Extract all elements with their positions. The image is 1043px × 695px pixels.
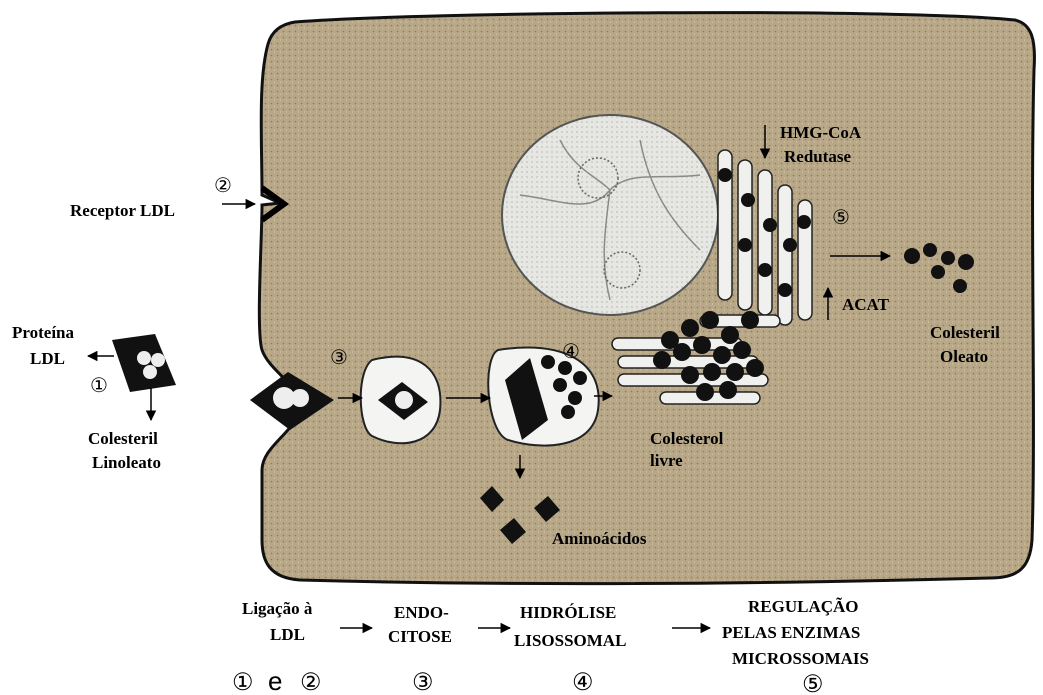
marker-2: ② <box>214 173 232 197</box>
label-colesteril-linoleato-1: Colesteril <box>88 429 158 448</box>
step-3-number: ④ <box>572 668 594 695</box>
label-hmg-coa: HMG-CoA <box>780 123 862 142</box>
marker-3: ③ <box>330 345 348 369</box>
label-aminoacidos: Aminoácidos <box>552 529 647 548</box>
label-colesterol-livre-2: livre <box>650 451 683 470</box>
step-3-line-2: LISOSSOMAL <box>514 631 626 650</box>
step-2-line-1: ENDO- <box>394 603 449 622</box>
label-colesteril-oleato-1: Colesteril <box>930 323 1000 342</box>
step-4-line-2: PELAS ENZIMAS <box>722 623 860 642</box>
step-4-line-3: MICROSSOMAIS <box>732 649 869 668</box>
step-3-line-1: HIDRÓLISE <box>520 603 616 622</box>
lysosome <box>488 348 598 446</box>
label-colesteril-oleato-2: Oleato <box>940 347 988 366</box>
step-1-number-a: ① <box>232 668 254 695</box>
step-1-line-1: Ligação à <box>242 599 313 618</box>
step-1-number-b: ② <box>300 668 322 695</box>
step-4-number: ⑤ <box>802 670 824 695</box>
marker-4: ④ <box>562 339 580 363</box>
label-proteina: Proteína <box>12 323 75 342</box>
label-receptor-ldl: Receptor LDL <box>70 201 175 220</box>
step-1-line-2: LDL <box>270 625 305 644</box>
step-2-number: ③ <box>412 668 434 695</box>
label-redutase: Redutase <box>784 147 852 166</box>
label-ldl: LDL <box>30 349 65 368</box>
endosome-vesicle <box>361 357 441 444</box>
step-2-line-2: CITOSE <box>388 627 452 646</box>
marker-1: ① <box>90 373 108 397</box>
label-colesteril-linoleato-2: Linoleato <box>92 453 161 472</box>
nucleus <box>502 115 718 315</box>
marker-5: ⑤ <box>832 205 850 229</box>
label-colesterol-livre-1: Colesterol <box>650 429 724 448</box>
step-1-and: e <box>268 666 282 695</box>
label-acat: ACAT <box>842 295 890 314</box>
ldl-particle <box>112 334 176 392</box>
step-4-line-1: REGULAÇÃO <box>748 597 859 616</box>
